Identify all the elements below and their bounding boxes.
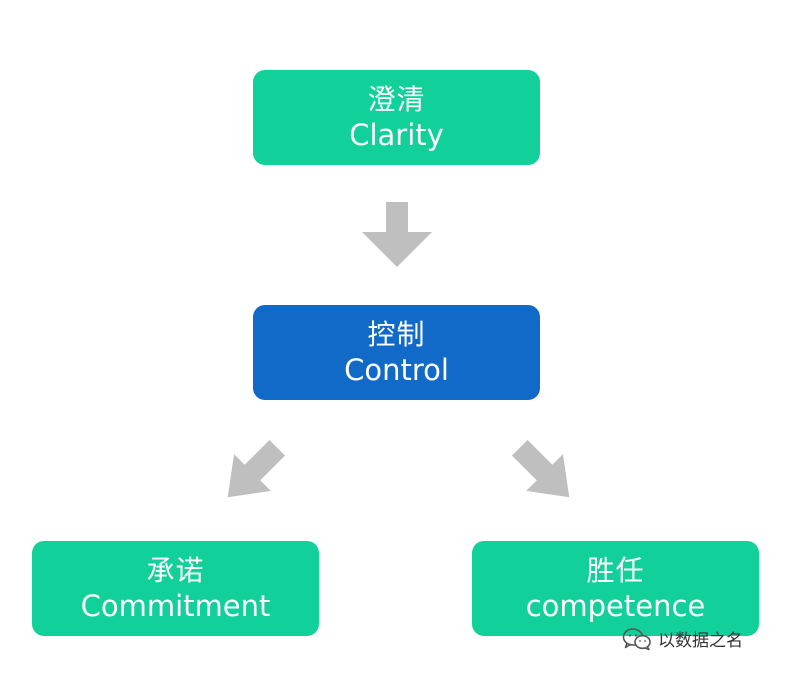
arrow-down-right-icon [512,440,570,498]
control-zh-label: 控制 [367,317,426,351]
commitment-en-label: Commitment [80,588,271,623]
watermark-text: 以数据之名 [658,631,743,651]
clarity-en-label: Clarity [349,117,444,152]
control-en-label: Control [344,352,449,387]
watermark: 以数据之名 [622,626,743,651]
commitment-node: 承诺 Commitment [32,541,319,636]
commitment-zh-label: 承诺 [146,553,205,587]
control-node: 控制 Control [253,305,540,400]
clarity-zh-label: 澄清 [367,82,426,116]
competence-zh-label: 胜任 [586,553,645,587]
clarity-node: 澄清 Clarity [253,70,540,165]
wechat-icon [622,627,651,650]
arrow-down-icon [362,202,432,267]
arrow-down-left-icon [227,440,285,498]
competence-en-label: competence [525,588,706,623]
competence-node: 胜任 competence [472,541,759,636]
